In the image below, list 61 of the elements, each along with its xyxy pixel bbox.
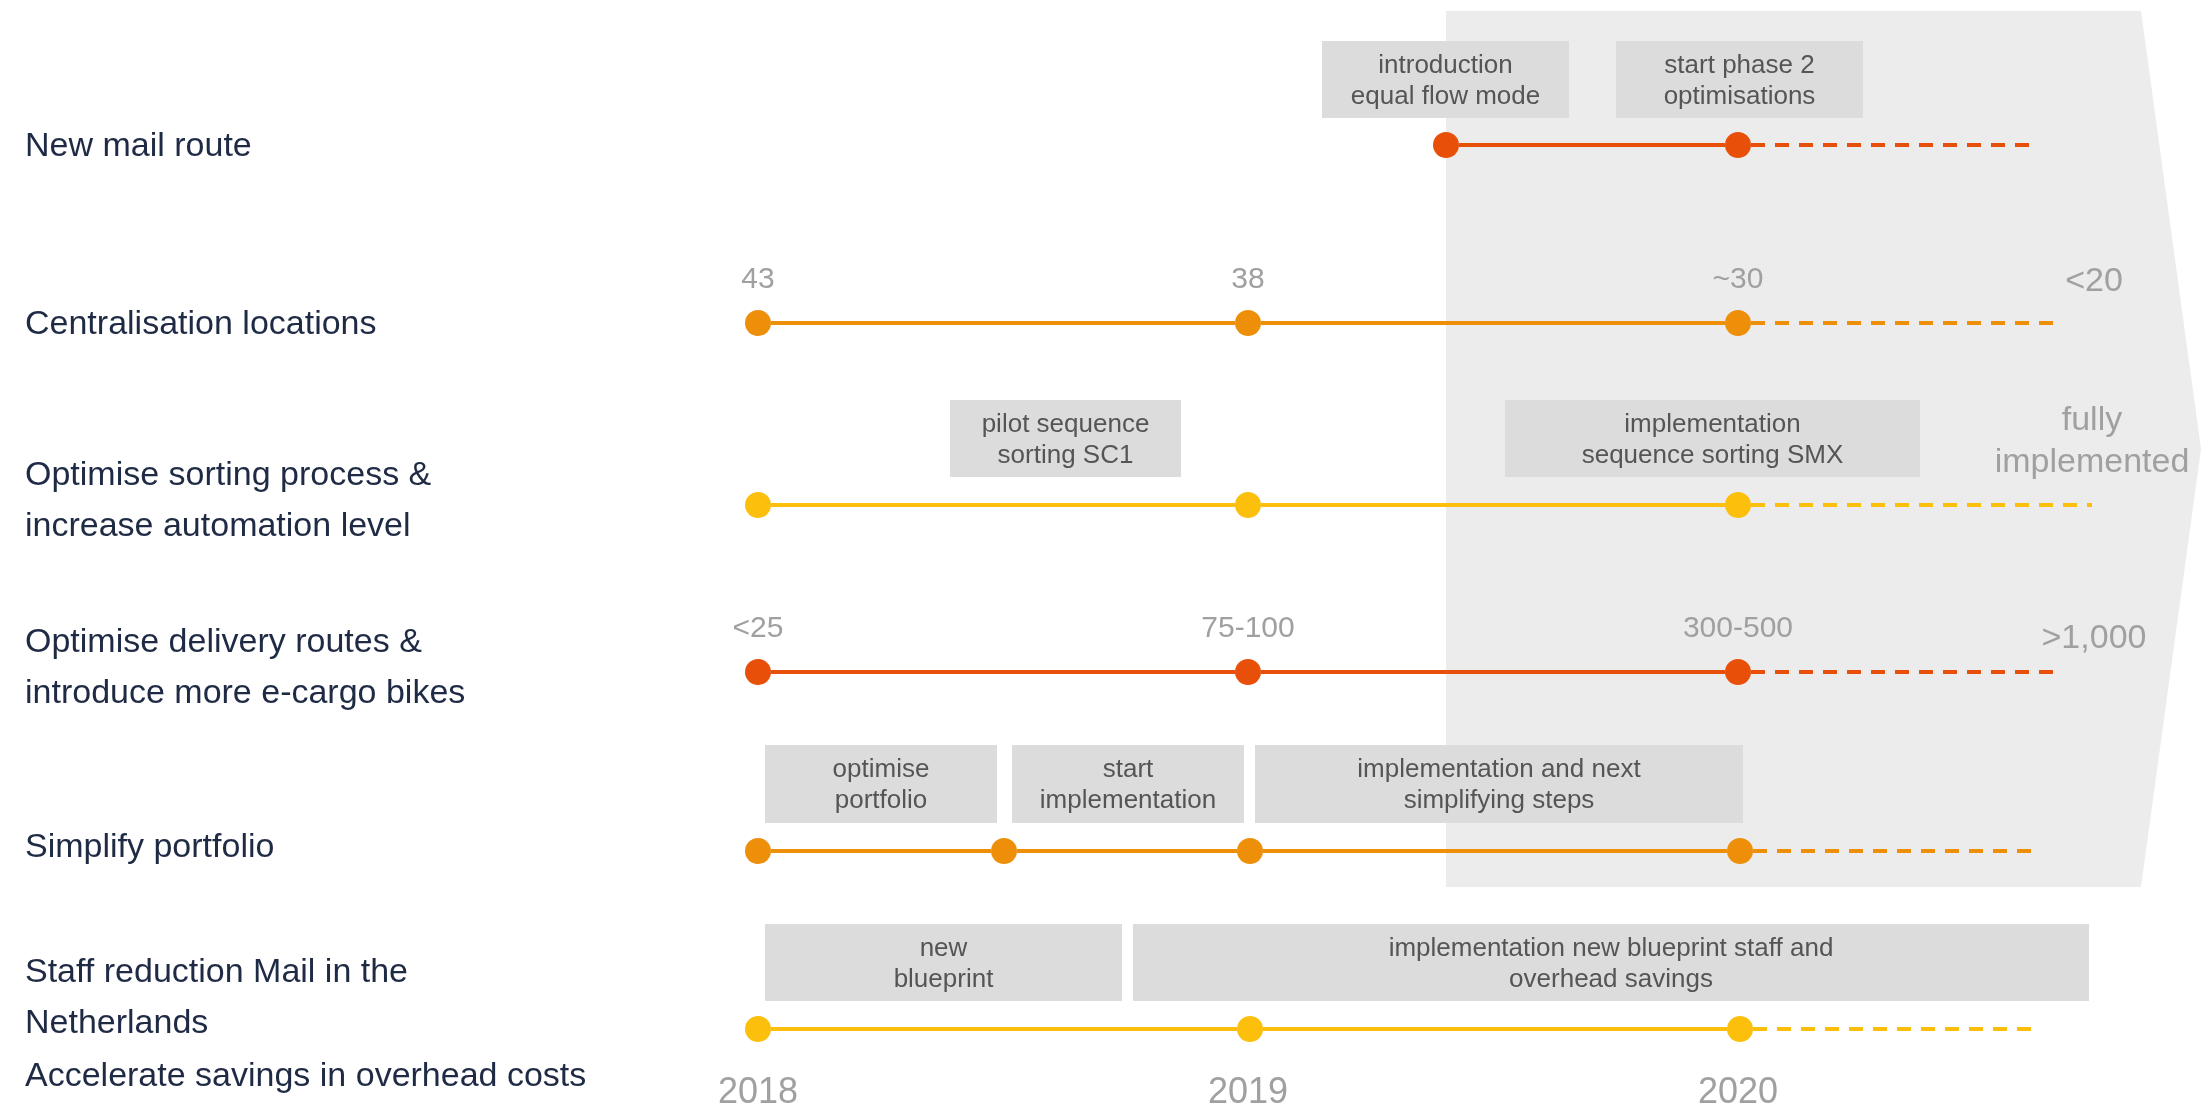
timeline-line [1263, 849, 1727, 853]
milestone-dot [745, 1016, 771, 1042]
milestone-dot [1237, 838, 1263, 864]
timeline-line [771, 849, 991, 853]
milestone-value: ~30 [1711, 261, 1765, 295]
milestone-value: <25 [731, 610, 785, 644]
timeline-line [1263, 1027, 1727, 1031]
row-label: Accelerate savings in overhead costs [25, 1054, 588, 1095]
milestone-text: new blueprint [892, 931, 995, 994]
milestone-box [765, 924, 1122, 1001]
milestone-text: implementation sequence sorting SMX [1580, 407, 1845, 470]
timeline-line [771, 503, 1235, 507]
milestone-text: start implementation [1038, 753, 1218, 815]
milestone-text: implementation new blueprint staff and overhead savings [1387, 931, 1835, 994]
target-label: fully implemented [1993, 398, 2191, 481]
milestone-box [1255, 745, 1743, 823]
milestone-box [950, 400, 1181, 477]
milestone-dot [745, 310, 771, 336]
milestone-dot [1727, 1016, 1753, 1042]
milestone-dot [991, 838, 1017, 864]
timeline-line [771, 321, 1235, 325]
row-label: Simplify portfolio [25, 825, 276, 866]
year-label: 2018 [716, 1070, 800, 1112]
milestone-dot [1235, 310, 1261, 336]
milestone-dot [745, 659, 771, 685]
timeline-line [771, 1027, 1237, 1031]
milestone-dot [1433, 132, 1459, 158]
timeline-line [1261, 321, 1725, 325]
milestone-box [1322, 41, 1569, 118]
row-label: Centralisation locations [25, 302, 378, 343]
milestone-dot [1235, 492, 1261, 518]
year-label: 2020 [1696, 1070, 1780, 1112]
row-label: Optimise delivery routes & introduce more e-cargo bikes [25, 620, 467, 712]
milestone-text: start phase 2 optimisations [1662, 48, 1817, 111]
milestone-text: implementation and next simplifying steps [1356, 753, 1642, 815]
milestone-value: 300-500 [1681, 610, 1795, 644]
row-label: New mail route [25, 124, 253, 165]
milestone-text: pilot sequence sorting SC1 [980, 407, 1151, 470]
milestone-text: introduction equal flow mode [1349, 48, 1542, 111]
row-label: Optimise sorting process & increase automation level [25, 453, 433, 545]
row-label: Staff reduction Mail in the Netherlands [25, 950, 410, 1042]
year-label: 2019 [1206, 1070, 1290, 1112]
timeline-line [1459, 143, 1725, 147]
target-label: <20 [2064, 259, 2124, 300]
milestone-value: 75-100 [1200, 610, 1296, 644]
milestone-box [1133, 924, 2089, 1001]
dashed-timeline-line [1751, 503, 2092, 507]
milestone-value: 43 [740, 261, 776, 295]
milestone-text: optimise portfolio [831, 753, 931, 815]
milestone-box [1012, 745, 1244, 823]
timeline-line [1261, 503, 1725, 507]
target-label: >1,000 [2040, 616, 2148, 657]
timeline-line [1017, 849, 1237, 853]
milestone-value: 38 [1230, 261, 1266, 295]
milestone-dot [1237, 1016, 1263, 1042]
milestone-dot [745, 492, 771, 518]
milestone-dot [745, 838, 771, 864]
milestone-box [765, 745, 997, 823]
timeline-line [771, 670, 1235, 674]
timeline-line [1261, 670, 1725, 674]
milestone-dot [1235, 659, 1261, 685]
